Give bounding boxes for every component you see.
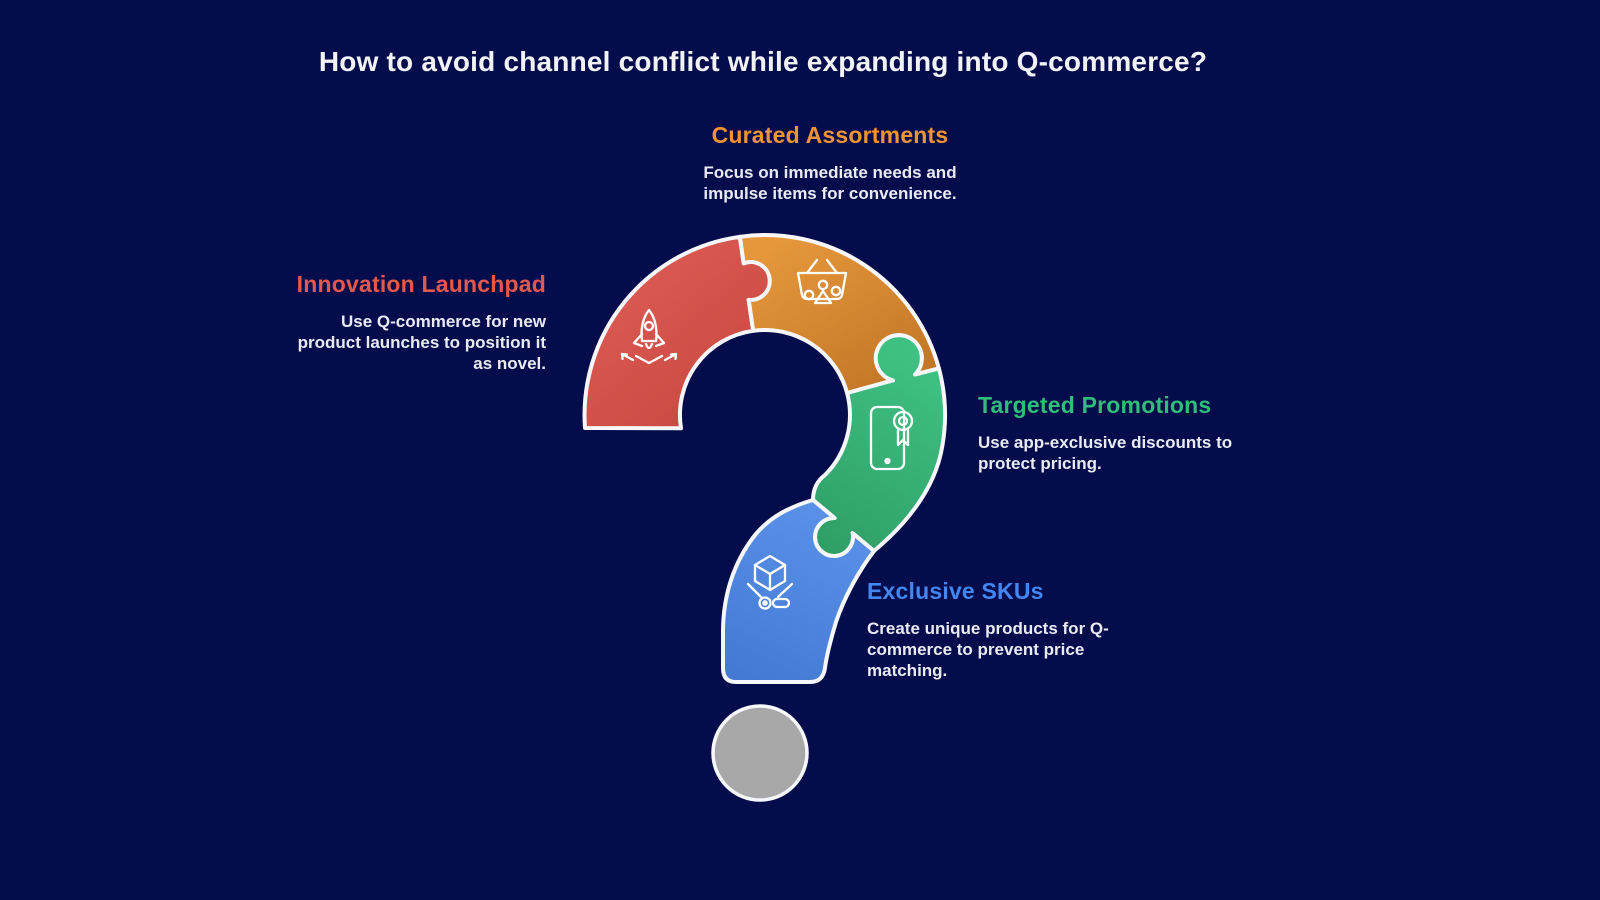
shopping-basket-icon <box>796 258 848 305</box>
question-mark-dot <box>711 704 809 802</box>
section-heading: Exclusive SKUs <box>867 578 1044 604</box>
puzzle-piece-innovation-launchpad <box>582 234 772 431</box>
cube-hologram-icon <box>746 554 794 610</box>
puzzle-piece-targeted-promotions <box>811 333 948 558</box>
phone-award-icon <box>869 405 914 471</box>
page-title: How to avoid channel conflict while expa… <box>318 46 1208 77</box>
section-innovation-launchpad: Innovation Launchpad Use Q-commerce for … <box>266 271 546 374</box>
puzzle-piece-exclusive-skus <box>721 498 876 684</box>
section-heading: Innovation Launchpad <box>296 271 546 297</box>
section-curated-assortments: Curated Assortments Focus on immediate n… <box>690 122 970 204</box>
section-description: Use app-exclusive discounts to protect p… <box>978 433 1233 473</box>
section-description: Create unique products for Q- commerce t… <box>867 619 1109 680</box>
section-heading: Targeted Promotions <box>978 392 1212 418</box>
section-description: Use Q-commerce for new product launches … <box>297 312 546 373</box>
section-targeted-promotions: Targeted Promotions Use app-exclusive di… <box>978 392 1278 474</box>
section-heading: Curated Assortments <box>711 122 949 148</box>
section-description: Focus on immediate needs and impulse ite… <box>703 163 957 203</box>
rocket-launch-icon <box>620 308 678 365</box>
section-exclusive-skus: Exclusive SKUs Create unique products fo… <box>867 578 1147 681</box>
